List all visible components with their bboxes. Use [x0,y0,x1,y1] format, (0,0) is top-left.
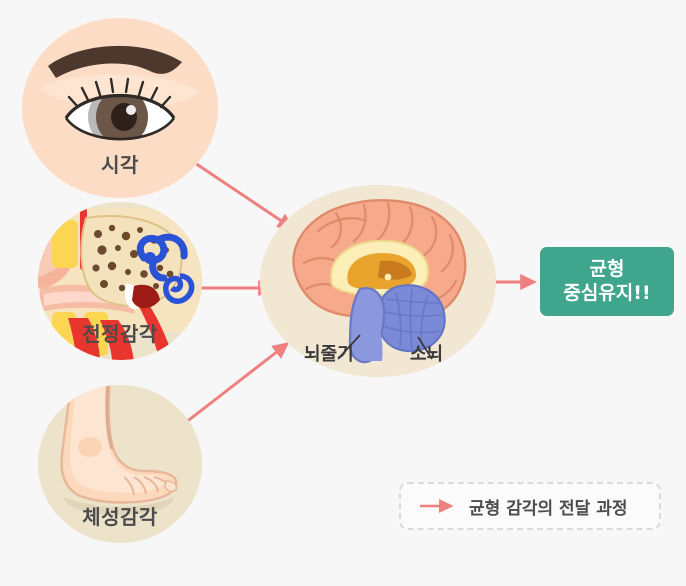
legend-label: 균형 감각의 전달 과정 [469,498,628,519]
vestibular-label: 전정감각 [82,322,158,346]
inner-ear-icon [38,202,202,360]
arrow-somatosensory-to-brain [175,342,290,432]
brain-icon [260,185,496,377]
arrow-right-icon [420,498,454,514]
input-node-vestibular: 전정감각 [38,202,202,360]
foot-icon [38,385,202,543]
somatosensory-label: 체성감각 [82,505,158,529]
result-line-2: 중심유지!! [563,281,651,304]
brain-part-label-cerebellum: 소뇌 [410,344,444,365]
result-line-1: 균형 [589,257,625,280]
eye-icon [22,18,218,198]
vision-label: 시각 [101,153,139,177]
input-node-somatosensory: 체성감각 [38,385,202,543]
input-node-vision: 시각 [22,18,218,198]
result-box: 균형 중심유지!! [540,247,674,316]
brain-node: 뇌줄기 소뇌 [260,185,496,377]
brain-part-label-brainstem: 뇌줄기 [304,344,354,365]
legend: 균형 감각의 전달 과정 [399,482,661,530]
